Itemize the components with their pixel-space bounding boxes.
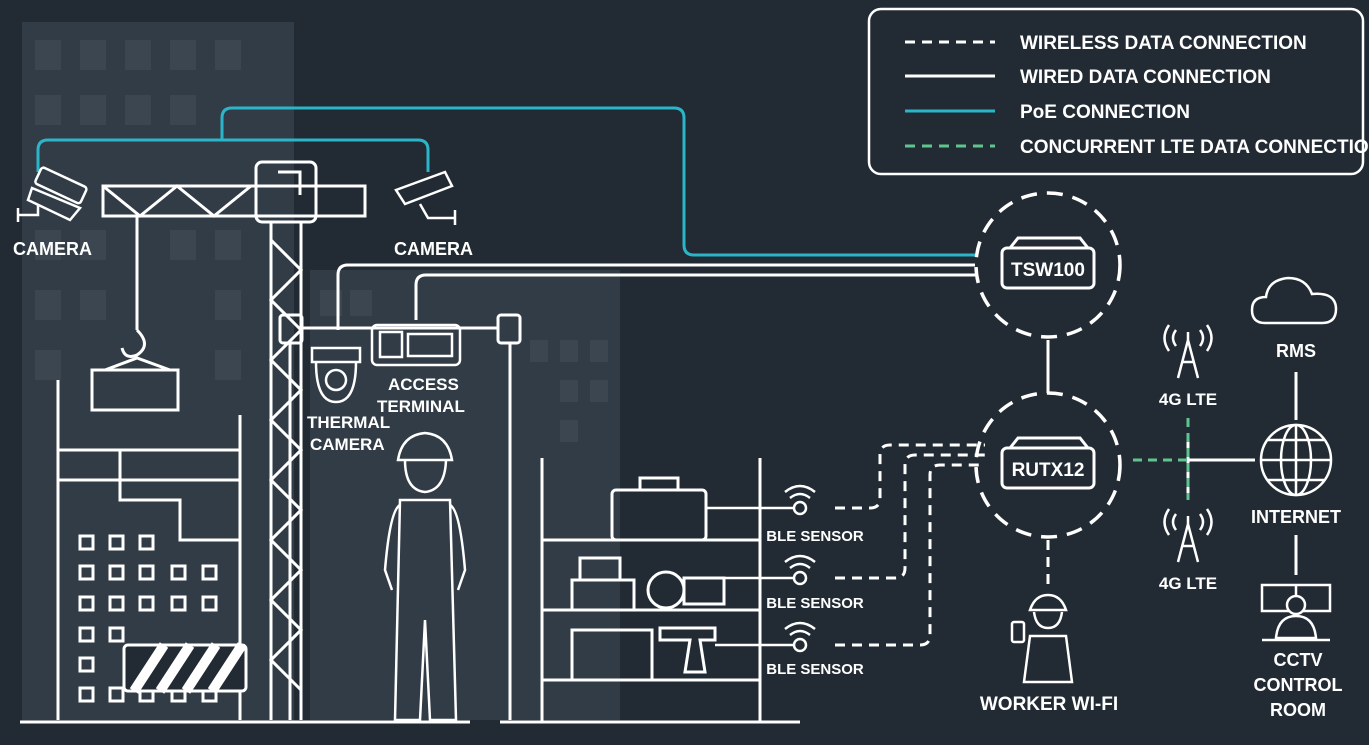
- ble-sensor-3-icon: [715, 621, 816, 653]
- legend-wireless-label: WIRELESS DATA CONNECTION: [1020, 33, 1307, 54]
- worker-wifi-icon: [1010, 593, 1074, 684]
- camera-right-icon: [394, 170, 457, 225]
- rms-label: RMS: [1276, 341, 1316, 361]
- lte-tower-bottom-icon: [1163, 508, 1213, 563]
- ble-sensor-2-icon: [720, 554, 816, 586]
- cctv-label-2: CONTROL: [1254, 675, 1343, 695]
- ble-sensor-2-label: BLE SENSOR: [766, 595, 864, 612]
- legend: WIRELESS DATA CONNECTION WIRED DATA CONN…: [867, 7, 1369, 176]
- lte-bottom-label: 4G LTE: [1159, 574, 1217, 593]
- rutx12-label: RUTX12: [1012, 460, 1085, 481]
- camera-left-icon: [16, 166, 88, 222]
- legend-poe-label: PoE CONNECTION: [1020, 102, 1190, 123]
- legend-lte-label: CONCURRENT LTE DATA CONNECTIONS: [1020, 137, 1369, 158]
- worker-wifi-label: WORKER WI-FI: [980, 694, 1118, 715]
- thermal-camera-label-2: CAMERA: [310, 435, 385, 454]
- thermal-camera-icon: [310, 346, 362, 404]
- tower-crane: [90, 160, 367, 720]
- cctv-label-3: ROOM: [1270, 700, 1326, 720]
- background-buildings: [22, 22, 620, 722]
- ble-sensor-1-label: BLE SENSOR: [766, 528, 864, 545]
- access-gate: [278, 313, 522, 720]
- access-terminal-label-2: TERMINAL: [377, 397, 465, 416]
- tsw100-switch-icon: [974, 191, 1122, 339]
- legend-wired-label: WIRED DATA CONNECTION: [1020, 67, 1271, 88]
- globe-icon: [1259, 423, 1333, 497]
- wireless-connections: [835, 443, 1050, 647]
- cctv-label-1: CCTV: [1274, 650, 1323, 670]
- camera-right-label: CAMERA: [394, 239, 473, 259]
- wired-connections: [336, 263, 1298, 575]
- ble-sensor-1-icon: [705, 484, 816, 516]
- tool-shelf: [540, 458, 762, 722]
- access-terminal-label-1: ACCESS: [388, 375, 459, 394]
- ble-sensor-3-label: BLE SENSOR: [766, 661, 864, 678]
- construction-barrier: [122, 642, 248, 694]
- lte-tower-top-icon: [1163, 324, 1213, 379]
- tsw100-label: TSW100: [1011, 260, 1085, 281]
- worker-figure: [383, 431, 467, 722]
- cloud-icon: [1250, 276, 1338, 325]
- camera-left-label: CAMERA: [13, 239, 92, 259]
- background-windows: [35, 40, 608, 442]
- building-windows: [78, 534, 218, 703]
- rutx12-router-icon: [974, 391, 1122, 539]
- poe-connections: [36, 106, 975, 257]
- thermal-camera-label-1: THERMAL: [307, 413, 390, 432]
- access-terminal-icon: [370, 323, 462, 367]
- cctv-control-room-icon: [1260, 583, 1332, 642]
- internet-label: INTERNET: [1251, 507, 1341, 527]
- lte-top-label: 4G LTE: [1159, 390, 1217, 409]
